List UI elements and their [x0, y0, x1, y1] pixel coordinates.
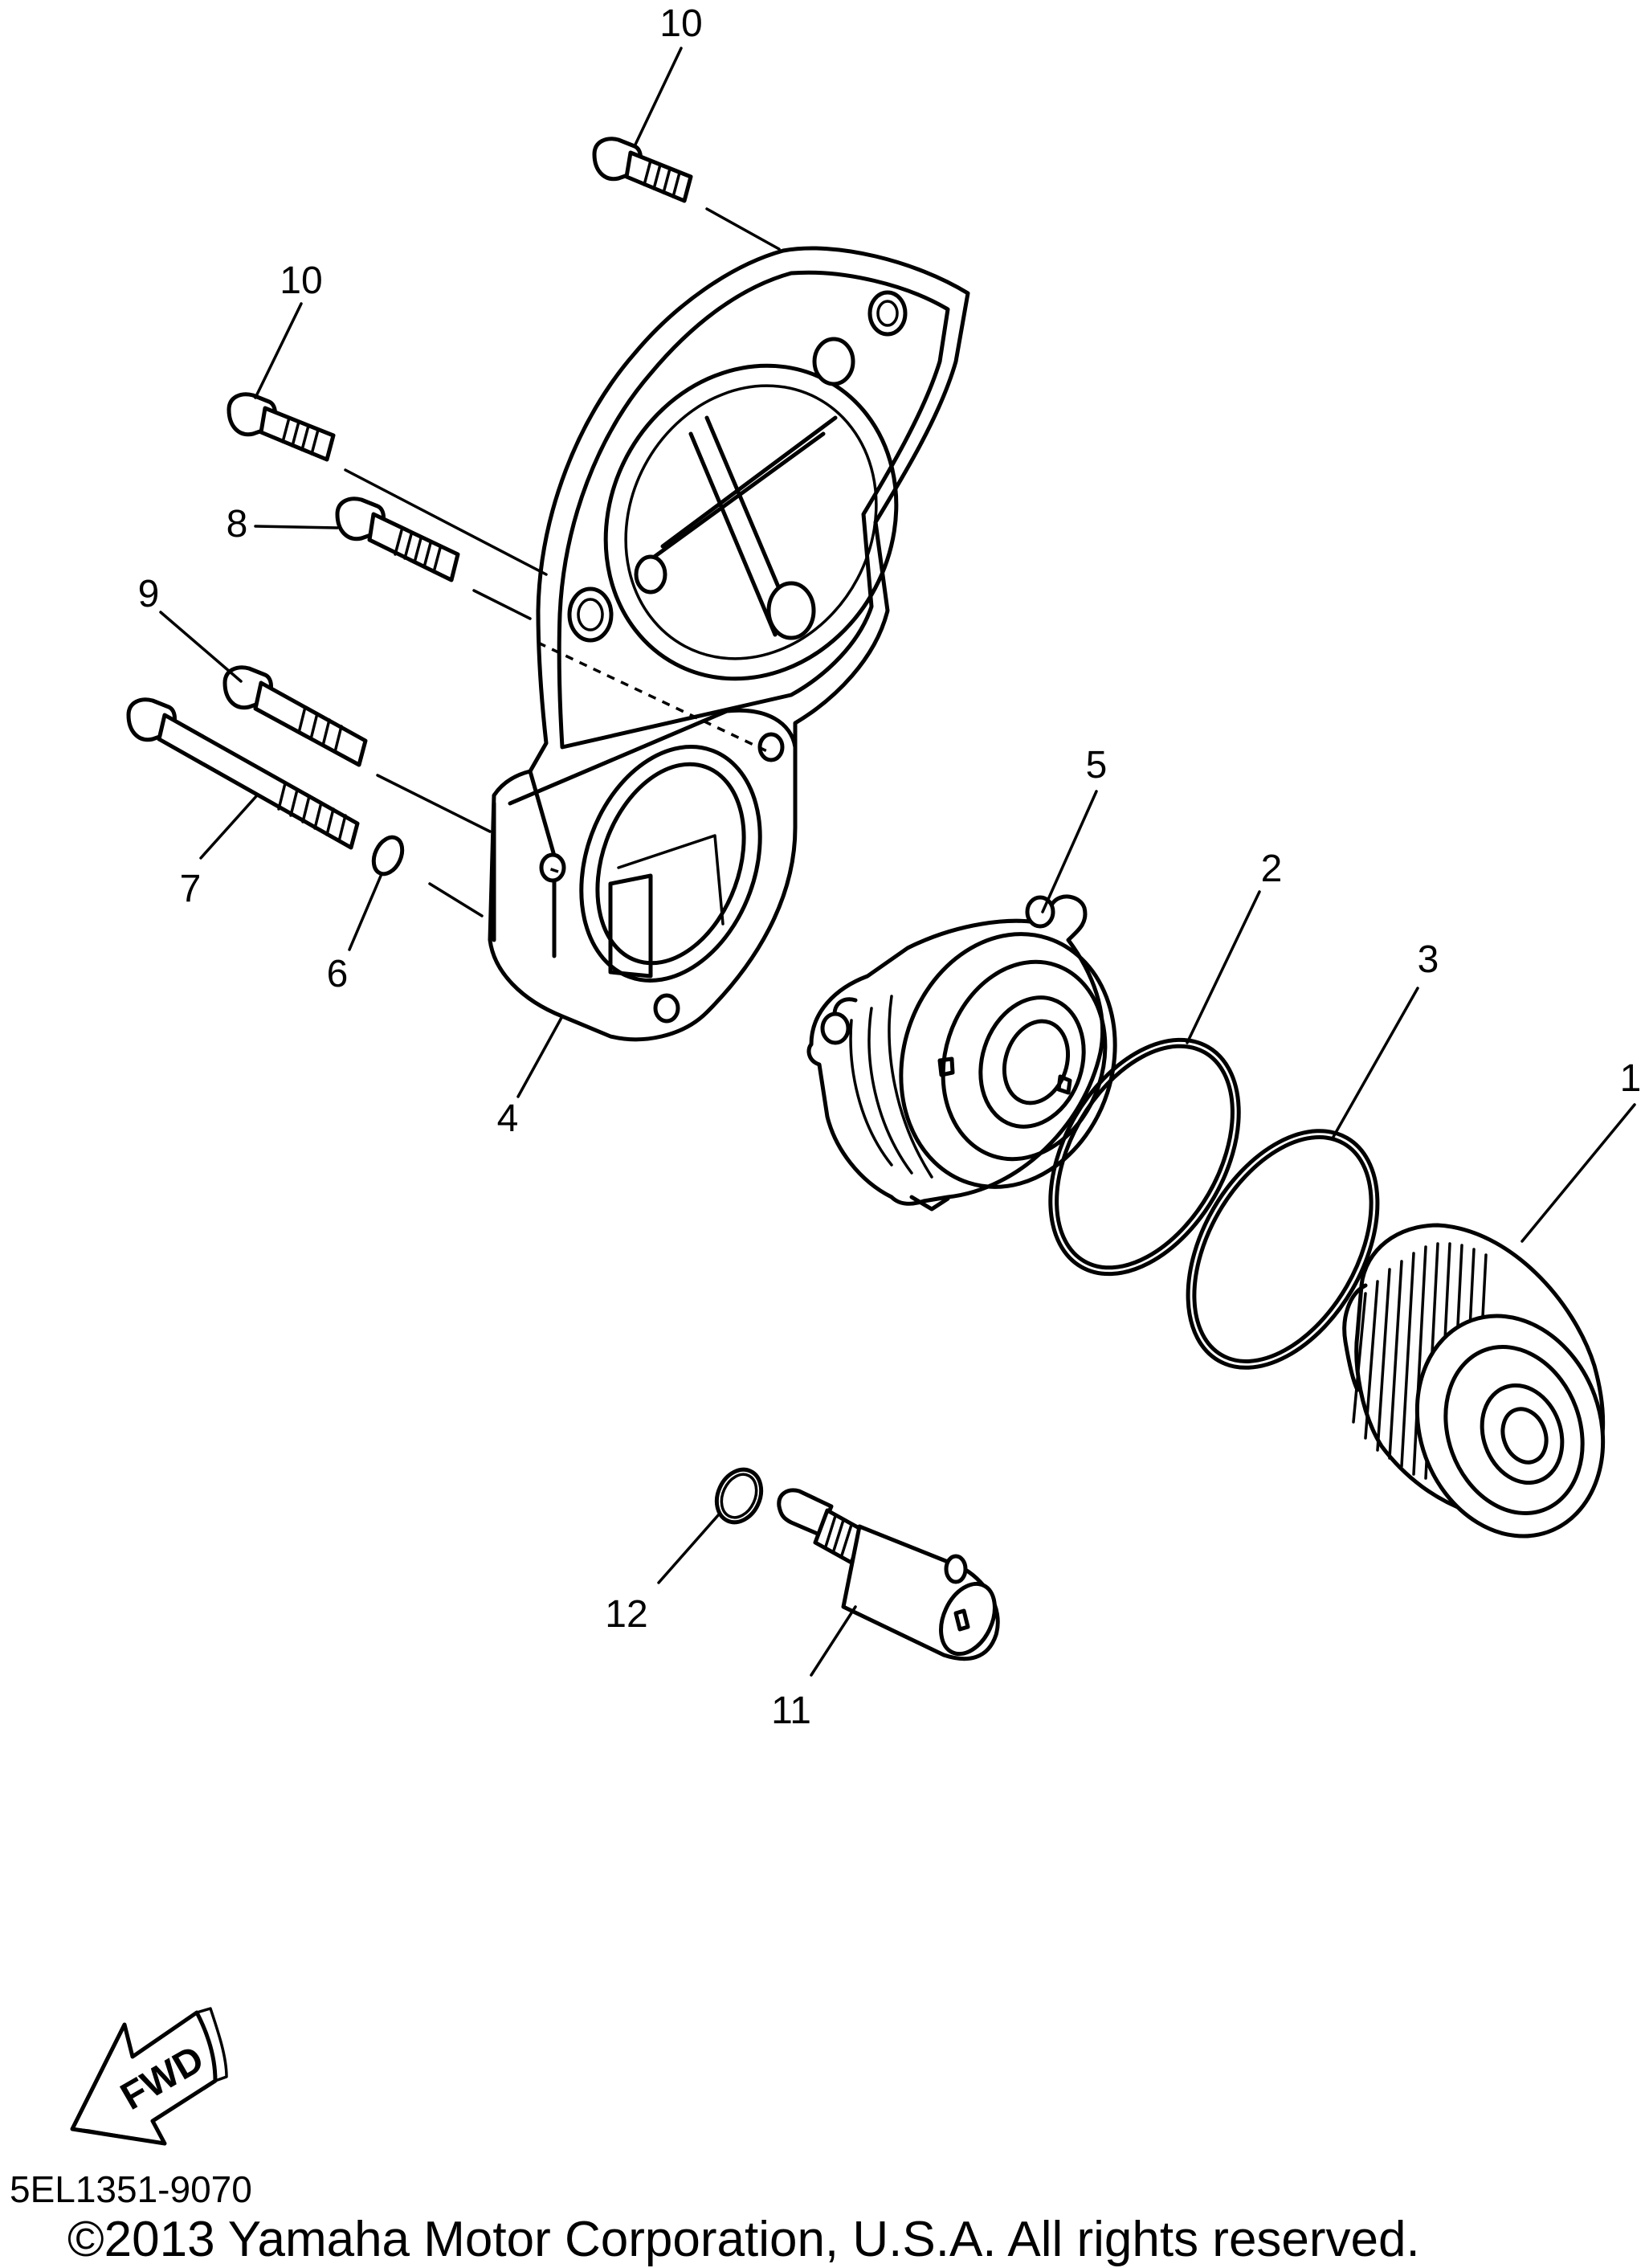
bolt-part-10-lower — [227, 392, 548, 576]
filter-housing-part-5 — [806, 894, 1117, 1212]
leader-lines — [159, 47, 1636, 1677]
oil-filter-part-1 — [1342, 1223, 1606, 1539]
callout-10-upper: 10 — [659, 2, 702, 45]
callout-4: 4 — [497, 1097, 519, 1140]
callout-8: 8 — [227, 503, 248, 546]
callout-12: 12 — [605, 1593, 647, 1636]
callout-2: 2 — [1261, 848, 1283, 890]
washer-part-6 — [371, 835, 484, 917]
callout-7: 7 — [180, 868, 202, 910]
fwd-arrow-icon: FWD — [70, 2007, 228, 2146]
cover-plate-part-4 — [488, 246, 970, 1042]
callout-5: 5 — [1086, 744, 1108, 787]
callout-6: 6 — [327, 953, 349, 995]
callout-10-lower: 10 — [280, 259, 322, 302]
bolt-part-7 — [126, 697, 360, 850]
bolt-part-10-upper — [592, 137, 781, 251]
o-ring-part-2 — [1048, 1037, 1241, 1277]
o-ring-part-12 — [714, 1467, 764, 1525]
callout-11: 11 — [771, 1690, 811, 1732]
callout-1: 1 — [1620, 1057, 1642, 1100]
callout-3: 3 — [1418, 938, 1439, 981]
drawing-code: 5EL1351-9070 — [10, 2168, 252, 2210]
bolt-part-8 — [335, 497, 532, 620]
pressure-switch-part-11 — [777, 1488, 1000, 1661]
o-ring-part-3 — [1186, 1129, 1380, 1370]
copyright-notice: ©2013 Yamaha Motor Corporation, U.S.A. A… — [67, 2212, 1420, 2267]
callout-9: 9 — [138, 573, 160, 615]
bolt-part-9 — [222, 665, 492, 833]
